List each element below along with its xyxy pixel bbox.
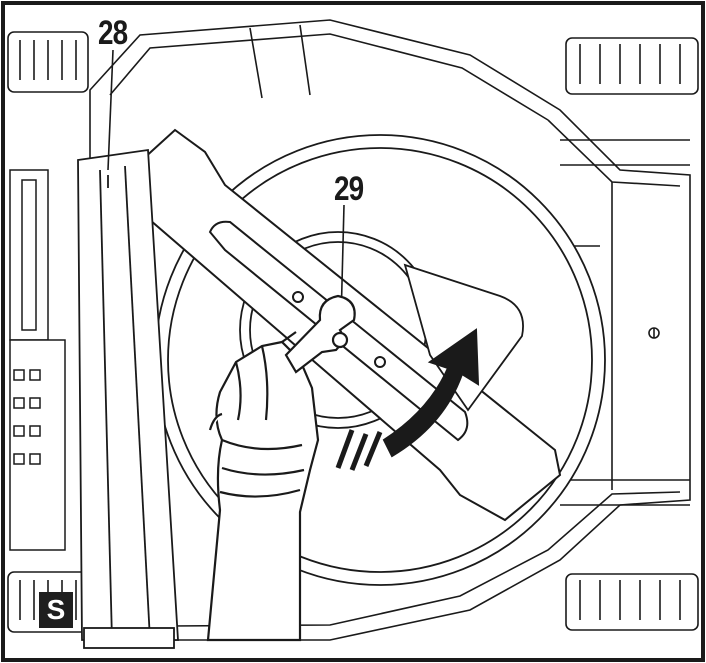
wheel-top-left [7, 31, 89, 93]
callout-29: 29 [334, 170, 364, 208]
wrench-icon [284, 294, 356, 374]
section-badge: S [39, 592, 73, 628]
gloved-hand [206, 331, 320, 642]
leader-line-28 [107, 49, 114, 171]
callout-28: 28 [98, 14, 128, 52]
handle-bar-part [77, 148, 179, 649]
wheel-top-right [565, 37, 699, 95]
engine-side [9, 169, 66, 551]
curved-arrow-icon [335, 328, 480, 471]
wheel-bottom-right [565, 573, 699, 631]
